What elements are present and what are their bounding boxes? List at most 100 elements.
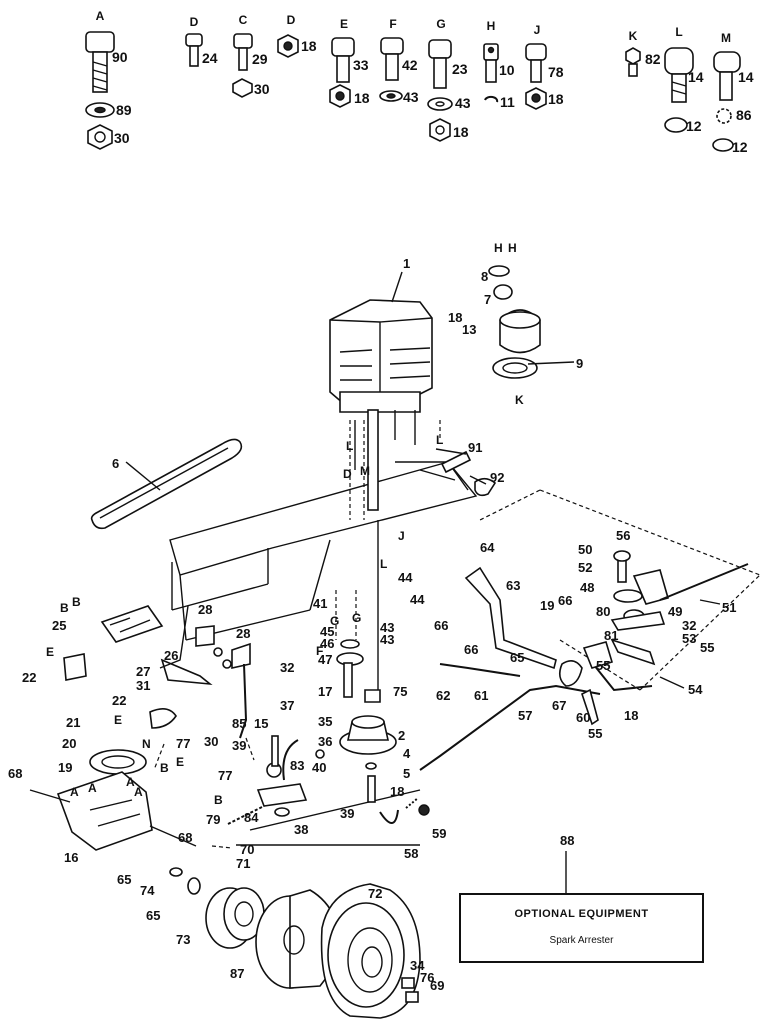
callout-41: 41	[313, 596, 327, 611]
callout-58: 58	[404, 846, 418, 861]
callout-66: 66	[434, 618, 448, 633]
letter-labels: H H K L L D M J L G G F B B E E N B E B …	[46, 241, 524, 807]
callout-39: 39	[232, 738, 246, 753]
hardware-number: 90	[112, 49, 128, 65]
hardware-letter: C	[239, 13, 248, 27]
letter-ref: L	[346, 439, 353, 453]
shift-lever	[464, 566, 557, 670]
callout-65: 65	[510, 650, 524, 665]
hardware-number: 10	[499, 62, 515, 78]
hardware-number: 30	[114, 130, 130, 146]
hardware-number: 18	[301, 38, 317, 54]
callout-35: 35	[318, 714, 332, 729]
callout-28: 28	[236, 626, 250, 641]
callout-34: 34	[410, 958, 425, 973]
nut	[87, 124, 113, 150]
letter-ref: K	[515, 393, 524, 407]
callout-75: 75	[393, 684, 407, 699]
callout-36: 36	[318, 734, 332, 749]
callout-22: 22	[22, 670, 36, 685]
callout-16: 16	[64, 850, 78, 865]
letter-ref: E	[176, 755, 184, 769]
callout-65: 65	[146, 908, 160, 923]
letter-ref: B	[60, 601, 69, 615]
callout-6: 6	[112, 456, 119, 471]
callout-76: 76	[420, 970, 434, 985]
callout-37: 37	[280, 698, 294, 713]
letter-ref: A	[134, 785, 143, 799]
hardware-number: 42	[402, 57, 418, 73]
hardware-number: 18	[548, 91, 564, 107]
hardware-number: 33	[353, 57, 369, 73]
callout-85: 85	[232, 716, 246, 731]
callout-8: 8	[481, 269, 488, 284]
callout-61: 61	[474, 688, 488, 703]
callout-43: 43	[380, 620, 394, 635]
callout-54: 54	[688, 682, 703, 697]
letter-ref: N	[142, 737, 151, 751]
engine	[329, 299, 433, 409]
hardware-letter: D	[287, 13, 296, 27]
callout-59: 59	[432, 826, 446, 841]
callout-44: 44	[398, 570, 413, 585]
callout-77: 77	[176, 736, 190, 751]
callout-60: 60	[576, 710, 590, 725]
callout-18: 18	[448, 310, 462, 325]
hardware-number: 82	[645, 51, 661, 67]
callout-52: 52	[578, 560, 592, 575]
letter-ref: A	[88, 781, 97, 795]
callout-26: 26	[164, 648, 178, 663]
hardware-number: 89	[116, 102, 132, 118]
letter-ref: G	[352, 611, 361, 625]
callout-80: 80	[596, 604, 610, 619]
callout-63: 63	[506, 578, 520, 593]
hardware-letter: J	[534, 23, 541, 37]
callout-19: 19	[540, 598, 554, 613]
letter-ref: F	[316, 644, 323, 658]
callout-46: 46	[320, 636, 334, 651]
callout-88: 88	[560, 833, 574, 848]
bolt-head	[85, 31, 115, 53]
hardware-letter: L	[675, 25, 682, 39]
callout-5: 5	[403, 766, 410, 781]
hardware-number: 18	[453, 124, 469, 140]
callout-32: 32	[280, 660, 294, 675]
bracket	[100, 605, 164, 643]
callout-56: 56	[616, 528, 630, 543]
optional-equipment-title: OPTIONAL EQUIPMENT	[514, 908, 649, 920]
callout-30: 30	[204, 734, 218, 749]
hardware-number: 12	[686, 118, 702, 134]
callout-68: 68	[178, 830, 192, 845]
callout-18: 18	[390, 784, 404, 799]
hardware-number: 14	[738, 69, 754, 85]
letter-ref: J	[398, 529, 405, 543]
callout-49: 49	[668, 604, 682, 619]
hardware-number: 24	[202, 50, 218, 66]
callout-25: 25	[52, 618, 66, 633]
callout-43: 43	[380, 632, 394, 647]
hardware-number: 78	[548, 64, 564, 80]
letter-ref: A	[70, 785, 79, 799]
callout-38: 38	[294, 822, 308, 837]
callout-79: 79	[206, 812, 220, 827]
callout-19: 19	[58, 760, 72, 775]
hardware-number: 14	[688, 69, 704, 85]
callout-64: 64	[480, 540, 495, 555]
hardware-letter: H	[487, 19, 496, 33]
callout-87: 87	[230, 966, 244, 981]
hardware-letter: E	[340, 17, 348, 31]
letter-ref: D	[343, 467, 352, 481]
callout-68: 68	[8, 766, 22, 781]
hardware-legend: A 90 89 30 D 24 C 29 30 D 18 E 33	[85, 9, 754, 155]
callout-72: 72	[368, 886, 382, 901]
callout-2: 2	[398, 728, 405, 743]
callout-51: 51	[722, 600, 736, 615]
callout-83: 83	[290, 758, 304, 773]
callout-57: 57	[518, 708, 532, 723]
callout-7: 7	[484, 292, 491, 307]
transaxle-pulley	[89, 749, 147, 775]
callout-74: 74	[140, 883, 155, 898]
hardware-letter: D	[190, 15, 199, 29]
callout-4: 4	[403, 746, 411, 761]
optional-equipment-item: Spark Arrester	[549, 935, 614, 946]
